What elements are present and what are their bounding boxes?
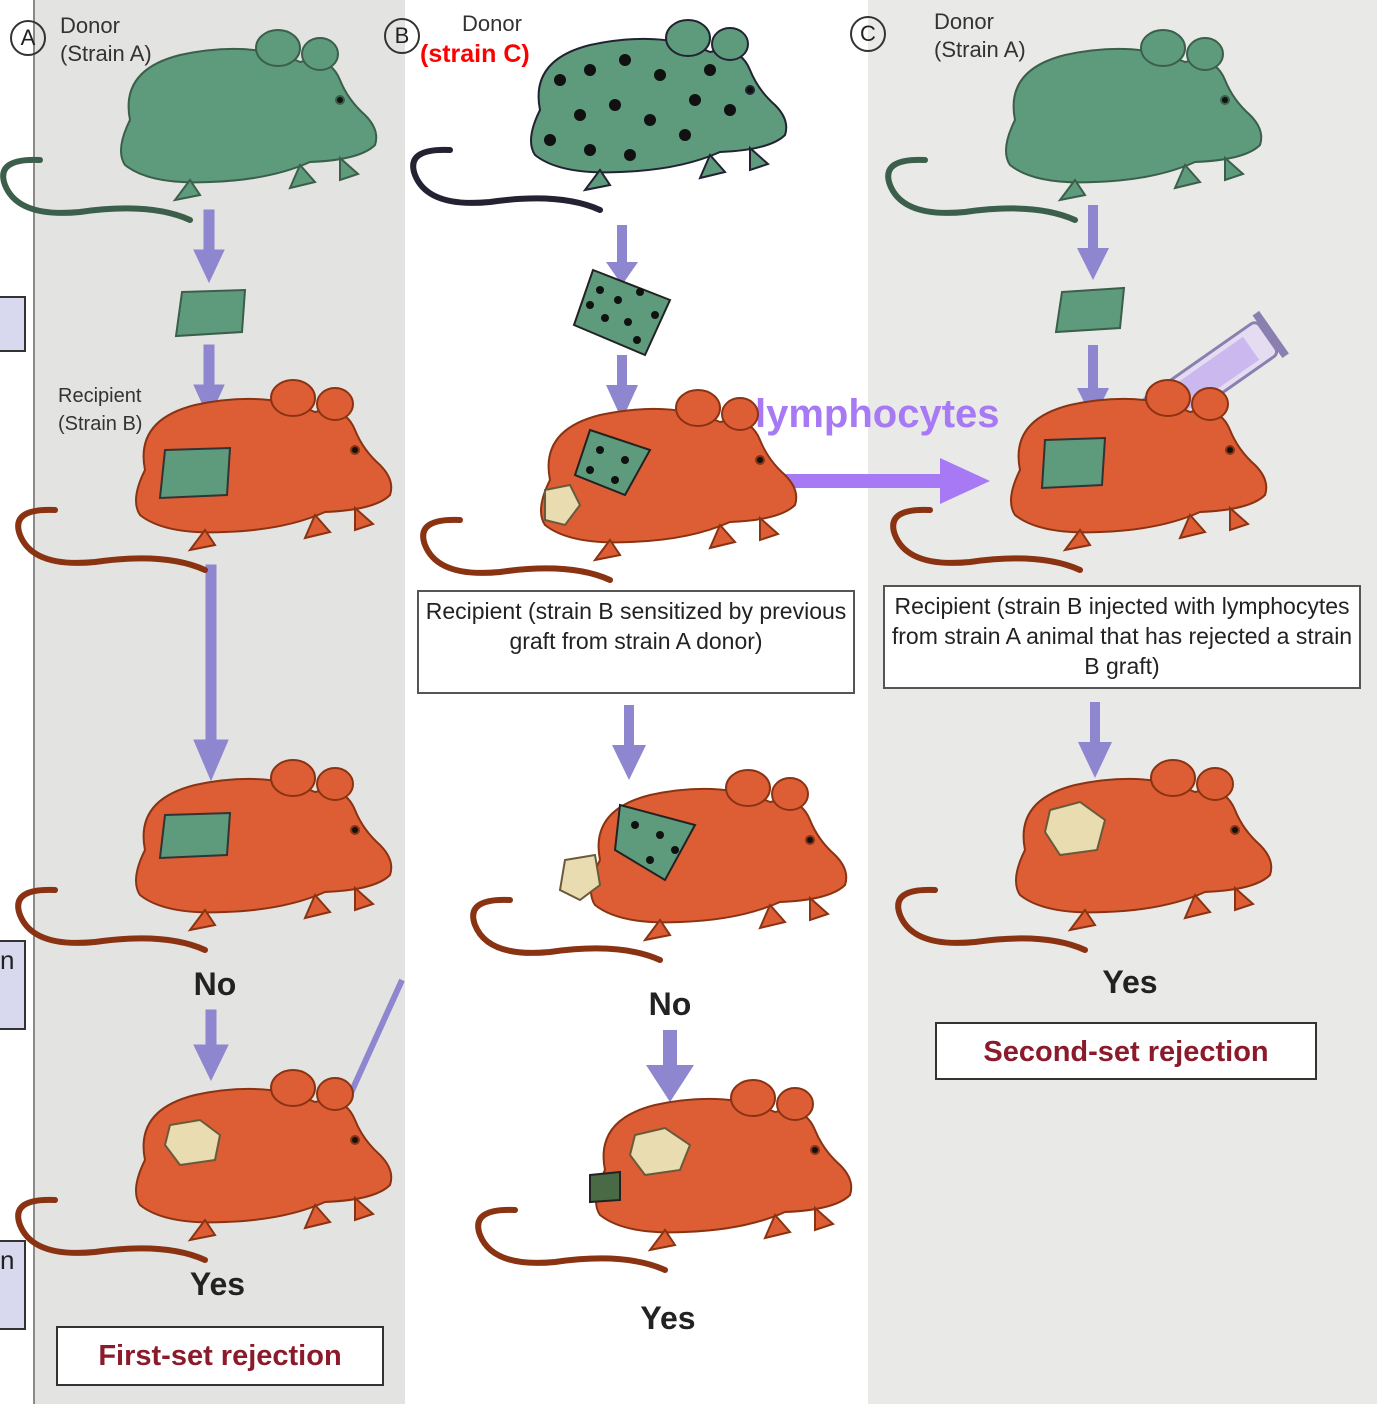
rejected-mouse-a [18, 1070, 391, 1260]
recipient-mouse-c [893, 380, 1266, 570]
donor-mouse-a [3, 30, 376, 220]
donor-mouse-c [888, 30, 1261, 220]
rejected-mouse-c [898, 760, 1271, 950]
rejected-mouse-b [478, 1080, 851, 1270]
recipient-mouse-a [18, 760, 391, 950]
recipient-mouse-b [423, 390, 796, 580]
recipient-mouse-b [473, 770, 846, 960]
donor-mouse-b [413, 20, 786, 210]
recipient-mouse-a [18, 380, 391, 570]
